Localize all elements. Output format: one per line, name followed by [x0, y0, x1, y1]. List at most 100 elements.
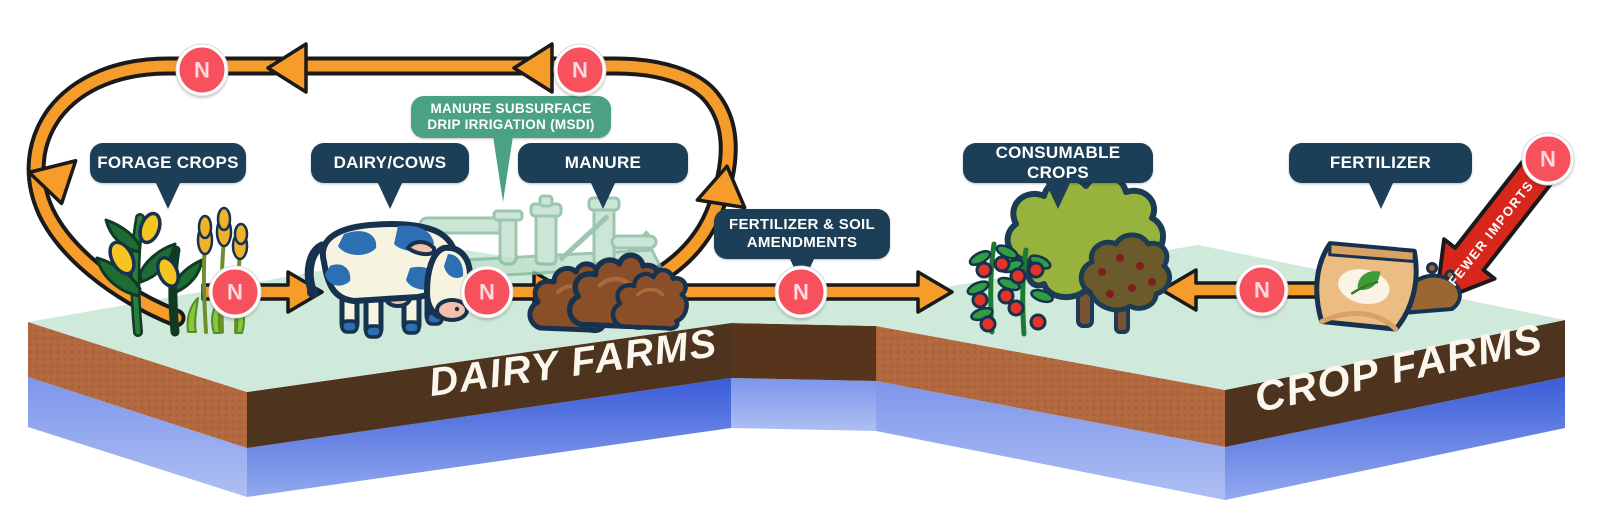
fertilizer-granule [1426, 262, 1438, 274]
tomato [971, 291, 989, 309]
pipe-right [610, 234, 658, 250]
bubble-msdi-label: MANURE SUBSURFACE DRIP IRRIGATION (MSDI) [427, 101, 595, 132]
wheat-head [233, 222, 249, 246]
tomato [1007, 299, 1025, 317]
cow-muzzle [435, 298, 469, 322]
cow-patch [325, 264, 351, 286]
wheat-head [216, 206, 232, 232]
bubble-fertilizer: FERTILIZER [1289, 143, 1472, 209]
tomato [975, 261, 993, 279]
bubble-msdi: MANURE SUBSURFACE DRIP IRRIGATION (MSDI) [411, 96, 611, 202]
fertilizer-leaf-stem [1350, 280, 1379, 295]
bubble-fertilizer-soil-label: FERTILIZER & SOIL AMENDMENTS [729, 216, 875, 251]
bubble-manure-label: MANURE [564, 152, 642, 172]
corn-cob [108, 240, 136, 276]
berry [1136, 262, 1144, 270]
corn-cob [138, 211, 162, 245]
bubble-dairy-cows-label: DAIRY/COWS [333, 152, 447, 172]
tomato [1009, 267, 1027, 285]
corn-and-wheat-icon [95, 206, 249, 337]
cow-tail-tuft [307, 286, 319, 298]
cow-ear [406, 240, 436, 257]
soil-right-side-texture [876, 326, 1225, 447]
tomato [979, 315, 997, 333]
nitrogen-badge: N [209, 266, 261, 318]
soil-front-right-texture [1225, 320, 1565, 447]
tomato [1027, 261, 1045, 279]
berry [1098, 268, 1106, 276]
brace-1 [558, 214, 610, 262]
cow-hoof [340, 319, 359, 334]
berry [1106, 290, 1114, 298]
soil-valley [731, 323, 876, 381]
cow-nostril [454, 306, 460, 312]
bubble-dairy-cows: DAIRY/COWS [311, 143, 469, 209]
nitrogen-badge: N [554, 44, 606, 96]
bubble-consumable-crops-label: CONSUMABLE CROPS [995, 142, 1121, 182]
bubble-fertilizer-soil-amendments: FERTILIZER & SOIL AMENDMENTS [714, 209, 890, 285]
bubble-forage-crops: FORAGE CROPS [90, 143, 246, 209]
nitrogen-cycle-loop [26, 42, 747, 328]
wheat-stem [201, 244, 208, 334]
red-arrow-fewer-imports [1434, 152, 1559, 304]
tomato-leaf [1030, 288, 1054, 304]
nitrogen-badge: N [775, 266, 827, 318]
fertilizer-bag-crimp [1328, 242, 1416, 263]
corn-cob [156, 256, 180, 288]
pump-tower-2 [592, 204, 616, 266]
fertilizer-leaf-logo [1357, 271, 1381, 291]
fertilizer-bag-icon [1314, 241, 1462, 332]
berry [1116, 254, 1124, 262]
soil-front-left-texture [247, 323, 731, 448]
bubble-pointer [1045, 181, 1071, 209]
pipe-flange [492, 209, 524, 222]
pump-tower-1 [534, 210, 558, 266]
corn-stalk-1b [132, 215, 143, 335]
tomato [1029, 313, 1047, 331]
water-front-right [1225, 377, 1565, 500]
nitrogen-badge: N [1522, 133, 1574, 185]
cow-patch [338, 231, 377, 255]
pipe-elbow [498, 216, 518, 266]
cow-tail [304, 241, 327, 295]
bubble-pointer [1367, 181, 1394, 209]
water-front-left [247, 378, 731, 497]
bubble-manure: MANURE [518, 143, 688, 209]
bubble-pointer [377, 181, 403, 209]
cow-hoof [402, 320, 421, 335]
tomato-stem [1020, 247, 1029, 337]
pump-knob-1 [538, 194, 554, 208]
soil-left-side-texture [28, 322, 247, 448]
tomato [997, 287, 1015, 305]
wheat-head [197, 214, 213, 240]
cow-hoof [364, 324, 383, 339]
nitrogen-badge: N [176, 44, 228, 96]
bubble-consumable-crops: CONSUMABLE CROPS [963, 142, 1153, 209]
bubble-pointer [493, 136, 513, 202]
cow-icon [304, 221, 473, 339]
berry [1128, 284, 1136, 292]
loop-band [30, 60, 734, 324]
water-valley [731, 378, 876, 431]
tomato [993, 255, 1011, 273]
fertilizer-granule [1444, 269, 1456, 281]
loop-arrowhead-left-top2 [512, 42, 554, 94]
berry-bush [1078, 232, 1173, 313]
fertilizer-bag-fold [1319, 311, 1399, 332]
bubble-pointer [590, 181, 616, 209]
loop-arrowhead-up [695, 164, 747, 210]
nitrogen-badge: N [1236, 264, 1288, 316]
bubble-pointer [155, 181, 181, 209]
cow-head-patch [444, 254, 464, 278]
berry [1148, 278, 1156, 286]
loop-arrowhead-left-top [266, 42, 308, 94]
bubble-forage-crops-label: FORAGE CROPS [97, 152, 239, 172]
corn-leaf [95, 256, 142, 298]
loop-arrowhead-down [27, 159, 78, 206]
water-left-side [28, 377, 247, 497]
grass-blade [186, 297, 199, 333]
bubble-fertilizer-label: FERTILIZER [1329, 152, 1432, 172]
nitrogen-badge: N [461, 266, 513, 318]
